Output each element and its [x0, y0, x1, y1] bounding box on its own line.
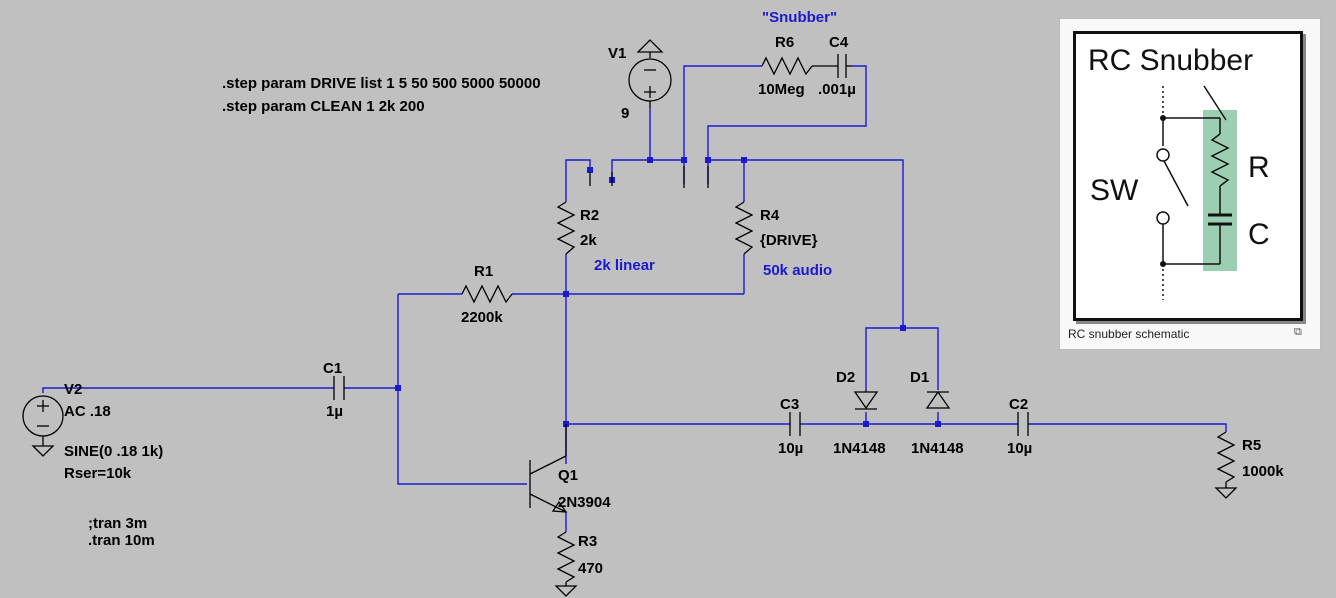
r2-value: 2k — [580, 232, 597, 249]
enlarge-icon[interactable]: ⧉ — [1294, 326, 1302, 338]
d1-diode — [925, 390, 951, 409]
d2-value: 1N4148 — [833, 440, 886, 457]
inset-image-frame: RC Snubber — [1073, 31, 1303, 321]
c2-name: C2 — [1009, 396, 1028, 413]
pot-wiper — [589, 172, 613, 186]
snubber-label: "Snubber" — [762, 9, 837, 26]
r4-resistor — [734, 201, 754, 255]
r2-name: R2 — [580, 207, 599, 224]
switch-blade — [1163, 160, 1189, 207]
q1-name: Q1 — [558, 467, 578, 484]
switch-contact-top — [1156, 148, 1170, 162]
junction — [647, 157, 653, 163]
directive-tran: .tran 10m — [88, 532, 155, 549]
c4-value: .001µ — [818, 81, 856, 98]
title-pointer — [1203, 85, 1227, 121]
v2-sine: SINE(0 .18 1k) — [64, 443, 163, 460]
d1-name: D1 — [910, 369, 929, 386]
wire-switch-left — [683, 65, 762, 184]
junction — [863, 421, 869, 427]
junctions — [395, 157, 941, 427]
junction — [681, 157, 687, 163]
directive-tran-commented: ;tran 3m — [88, 515, 147, 532]
c2-capacitor — [1017, 412, 1029, 436]
r1-name: R1 — [474, 263, 493, 280]
c4-capacitor — [812, 54, 852, 78]
inset-title: RC Snubber — [1088, 44, 1254, 77]
d1-value: 1N4148 — [911, 440, 964, 457]
junction — [587, 167, 593, 173]
junction — [563, 291, 569, 297]
r6-value: 10Meg — [758, 81, 805, 98]
c3-name: C3 — [780, 396, 799, 413]
sw-label: SW — [1090, 174, 1139, 207]
v1-source — [628, 39, 672, 108]
switch-contacts — [683, 166, 709, 188]
r5-name: R5 — [1242, 437, 1261, 454]
c3-value: 10µ — [778, 440, 803, 457]
snubber-resistor — [1210, 133, 1230, 187]
r6-name: R6 — [775, 34, 794, 51]
wire-c4-right — [707, 65, 867, 184]
junction — [900, 325, 906, 331]
r1-value: 2200k — [461, 309, 503, 326]
d2-name: D2 — [836, 369, 855, 386]
inset-caption: RC snubber schematic — [1068, 327, 1190, 341]
c1-name: C1 — [323, 360, 342, 377]
v1-name: V1 — [608, 45, 626, 62]
wire-r2-top — [565, 159, 591, 202]
switch-contact-bottom — [1156, 211, 1170, 225]
wires — [42, 65, 1227, 532]
r2-resistor — [556, 201, 576, 255]
c1-value: 1µ — [326, 403, 343, 420]
r4-name: R4 — [760, 207, 780, 224]
wire-c2-r5 — [1028, 423, 1227, 432]
junction — [395, 385, 401, 391]
junction — [705, 157, 711, 163]
wire-right-rail — [708, 159, 904, 328]
r4-value: {DRIVE} — [760, 232, 818, 249]
v2-rser: Rser=10k — [64, 465, 132, 482]
d2-diode — [853, 390, 879, 410]
wire-v2-c1 — [42, 387, 334, 393]
c-label: C — [1248, 218, 1270, 251]
v2-source — [22, 395, 64, 457]
c4-name: C4 — [829, 34, 849, 51]
r2-note: 2k linear — [594, 257, 655, 274]
v2-value: AC .18 — [64, 403, 111, 420]
v2-name: V2 — [64, 381, 82, 398]
r-label: R — [1248, 151, 1270, 184]
q1-transistor — [529, 424, 568, 513]
q1-value: 2N3904 — [558, 494, 611, 511]
wire-node-base — [397, 294, 527, 485]
junction — [741, 157, 747, 163]
r3-value: 470 — [578, 560, 603, 577]
r4-note: 50k audio — [763, 262, 832, 279]
directive-step-drive: .step param DRIVE list 1 5 50 500 5000 5… — [222, 75, 541, 92]
c1-capacitor — [333, 376, 345, 400]
r6-resistor — [761, 56, 813, 76]
r5-value: 1000k — [1242, 463, 1284, 480]
c3-capacitor — [789, 412, 801, 436]
rc-snubber-diagram: SW R C — [1090, 85, 1270, 300]
junction — [935, 421, 941, 427]
labels: .step param DRIVE list 1 5 50 500 5000 5… — [64, 9, 1284, 577]
r1-resistor — [461, 284, 513, 304]
c2-value: 10µ — [1007, 440, 1032, 457]
v1-value: 9 — [621, 105, 629, 122]
rc-snubber-inset[interactable]: RC Snubber — [1059, 18, 1321, 350]
r5-resistor — [1214, 431, 1238, 499]
r3-resistor — [554, 531, 578, 597]
directive-step-clean: .step param CLEAN 1 2k 200 — [222, 98, 425, 115]
r3-name: R3 — [578, 533, 597, 550]
